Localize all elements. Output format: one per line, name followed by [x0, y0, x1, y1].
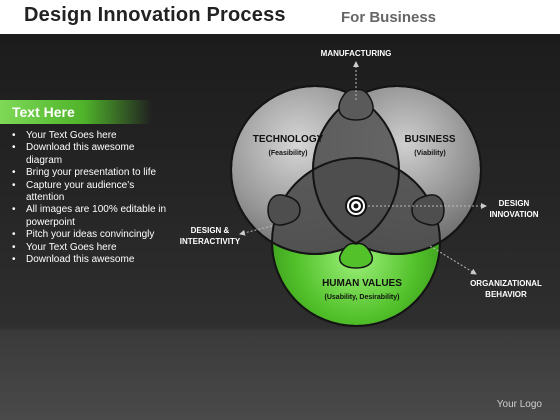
technology-subtitle: (Feasibility) [269, 150, 308, 157]
connector-design-interactivity [239, 225, 273, 236]
bullet-list: Your Text Goes here Download this awesom… [10, 130, 170, 267]
bullet-item: Download this awesome [10, 254, 170, 267]
text-panel-header: Text Here [12, 104, 75, 120]
logo-placeholder: Your Logo [496, 399, 542, 410]
bullet-item: Your Text Goes here [10, 130, 170, 143]
label-organizational-behavior-line1: ORGANIZATIONAL [470, 279, 542, 288]
label-manufacturing: MANUFACTURING [321, 49, 392, 58]
page-subtitle: For Business [341, 9, 437, 26]
business-subtitle: (Viability) [414, 150, 445, 157]
label-design-innovation-line1: DESIGN [499, 199, 530, 208]
page-title: Design Innovation Process [24, 4, 286, 26]
text-panel-header-bar [0, 100, 152, 124]
label-organizational-behavior-line2: BEHAVIOR [485, 290, 527, 299]
business-title: BUSINESS [404, 134, 455, 145]
puzzle-tab-bottom [338, 242, 374, 269]
technology-title: TECHNOLOGY [253, 134, 324, 145]
puzzle-tab-right [411, 194, 445, 226]
bullet-item: Download this awesome diagram [10, 142, 170, 167]
label-design-interactivity-line1: DESIGN & [191, 226, 230, 235]
puzzle-tab-top [338, 88, 374, 121]
bullet-item: All images are 100% editable in powerpoi… [10, 204, 170, 229]
bullet-item: Capture your audience’s attention [10, 180, 170, 205]
puzzle-tab-left [267, 194, 301, 226]
human-values-title: HUMAN VALUES [322, 278, 402, 289]
bullet-item: Your Text Goes here [10, 242, 170, 255]
title-bar: Design Innovation Process For Business [0, 0, 560, 34]
bullet-item: Bring your presentation to life [10, 167, 170, 180]
bullet-item: Pitch your ideas convincingly [10, 229, 170, 242]
human-values-subtitle: (Usability, Desirability) [325, 294, 400, 301]
connector-organizational-behavior [429, 245, 477, 275]
target-icon [345, 195, 367, 217]
label-design-innovation-line2: INNOVATION [489, 210, 538, 219]
label-design-interactivity-line2: INTERACTIVITY [180, 237, 241, 246]
